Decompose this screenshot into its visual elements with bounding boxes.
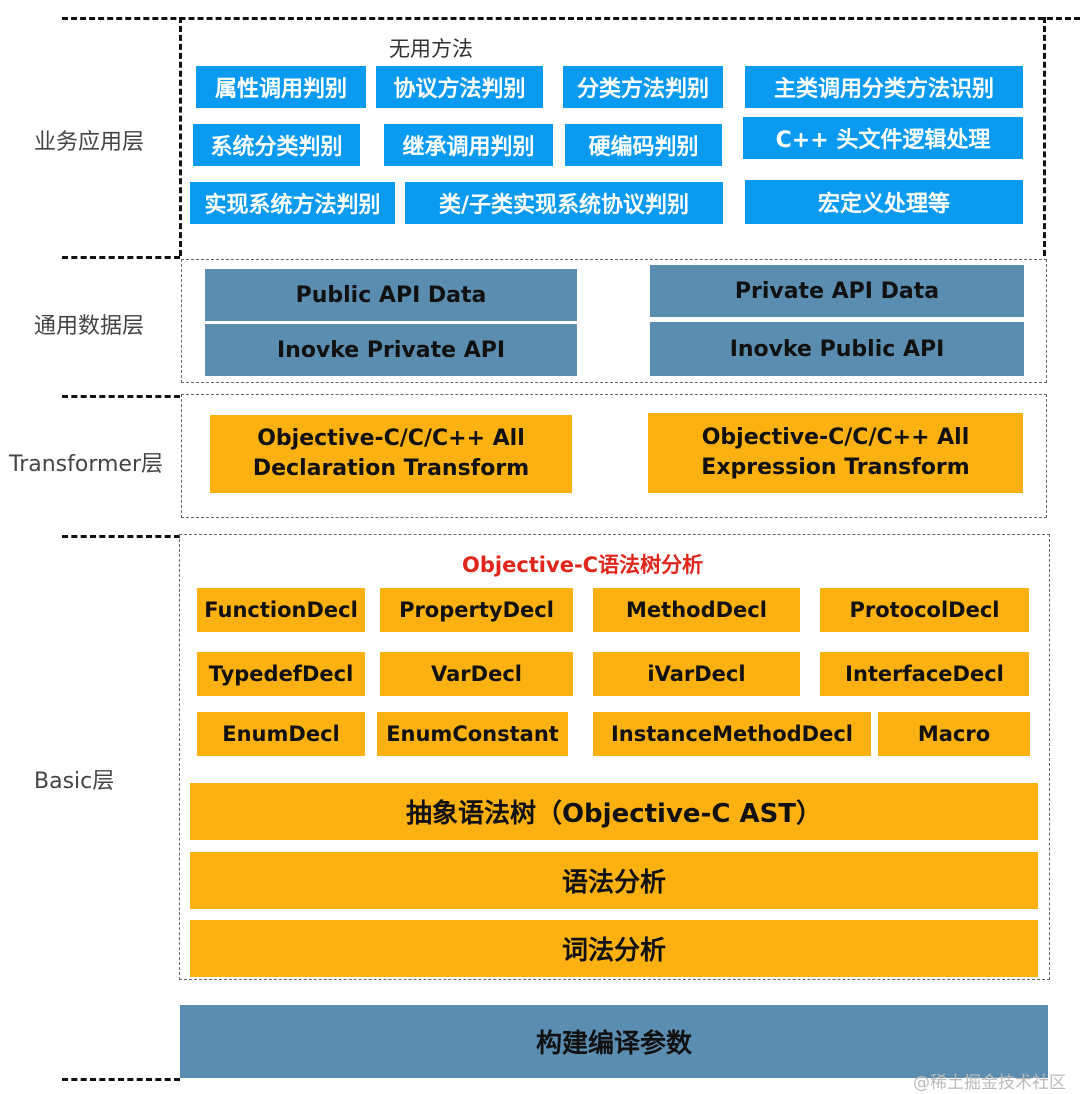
invoke-private-api: Inovke Private API: [205, 324, 577, 376]
business-item: 协议方法判别: [376, 66, 543, 108]
decl-item: PropertyDecl: [380, 588, 573, 632]
unused-methods-caption: 无用方法: [389, 37, 473, 61]
decl-item: Macro: [878, 712, 1030, 756]
expression-transform-line1: Objective-C/C/C++ All: [701, 425, 970, 450]
business-right-border: [1043, 17, 1046, 256]
business-item: 宏定义处理等: [745, 180, 1023, 224]
decl-item: iVarDecl: [593, 652, 800, 696]
decl-item: InstanceMethodDecl: [593, 712, 871, 756]
declaration-transform-line2: Declaration Transform: [252, 456, 530, 481]
public-api-data: Public API Data: [205, 269, 577, 321]
business-item: 硬编码判别: [565, 124, 722, 166]
private-api-data: Private API Data: [650, 265, 1024, 317]
layer-label-common-data: 通用数据层: [34, 314, 145, 339]
declaration-transform-line1: Objective-C/C/C++ All: [257, 426, 525, 451]
decl-item: VarDecl: [380, 652, 573, 696]
invoke-public-api: Inovke Public API: [650, 322, 1024, 376]
decl-item: TypedefDecl: [197, 652, 365, 696]
layer-label-basic: Basic层: [34, 769, 115, 794]
watermark: @稀土掘金技术社区: [913, 1073, 1066, 1093]
decl-item: EnumConstant: [377, 712, 568, 756]
build-params-bar: 构建编译参数: [180, 1005, 1048, 1078]
common-data-region: [181, 259, 1047, 383]
expression-transform: Objective-C/C/C++ All Expression Transfo…: [648, 413, 1023, 493]
business-item: 类/子类实现系统协议判别: [405, 182, 723, 224]
separator-bottom: [62, 1078, 180, 1081]
separator-top: [62, 17, 1080, 20]
separator-business-common: [62, 256, 180, 259]
decl-item: FunctionDecl: [197, 588, 365, 632]
lexical-analysis-bar: 词法分析: [190, 920, 1038, 977]
expression-transform-line2: Expression Transform: [701, 455, 970, 480]
objc-syntax-tree-title: Objective-C语法树分析: [462, 553, 704, 577]
decl-item: InterfaceDecl: [820, 652, 1029, 696]
decl-item: EnumDecl: [197, 712, 365, 756]
business-item: 实现系统方法判别: [190, 182, 395, 224]
separator-transformer-basic: [62, 535, 180, 538]
business-item: 分类方法判别: [563, 66, 723, 108]
declaration-transform: Objective-C/C/C++ All Declaration Transf…: [210, 415, 572, 493]
transformer-region: [181, 394, 1047, 518]
layer-label-transformer: Transformer层: [9, 452, 164, 477]
ast-bar: 抽象语法树（Objective-C AST）: [190, 783, 1038, 840]
decl-item: MethodDecl: [593, 588, 800, 632]
layer-label-business: 业务应用层: [34, 130, 145, 155]
business-left-border: [179, 17, 182, 256]
business-item: 继承调用判别: [384, 124, 553, 166]
basic-region: [179, 534, 1050, 980]
separator-common-transformer: [62, 395, 180, 398]
syntax-analysis-bar: 语法分析: [190, 852, 1038, 909]
business-item: 属性调用判别: [196, 66, 366, 108]
business-item: 系统分类判别: [193, 124, 360, 166]
decl-item: ProtocolDecl: [820, 588, 1029, 632]
business-item: 主类调用分类方法识别: [745, 66, 1023, 108]
business-item: C++ 头文件逻辑处理: [743, 117, 1023, 159]
